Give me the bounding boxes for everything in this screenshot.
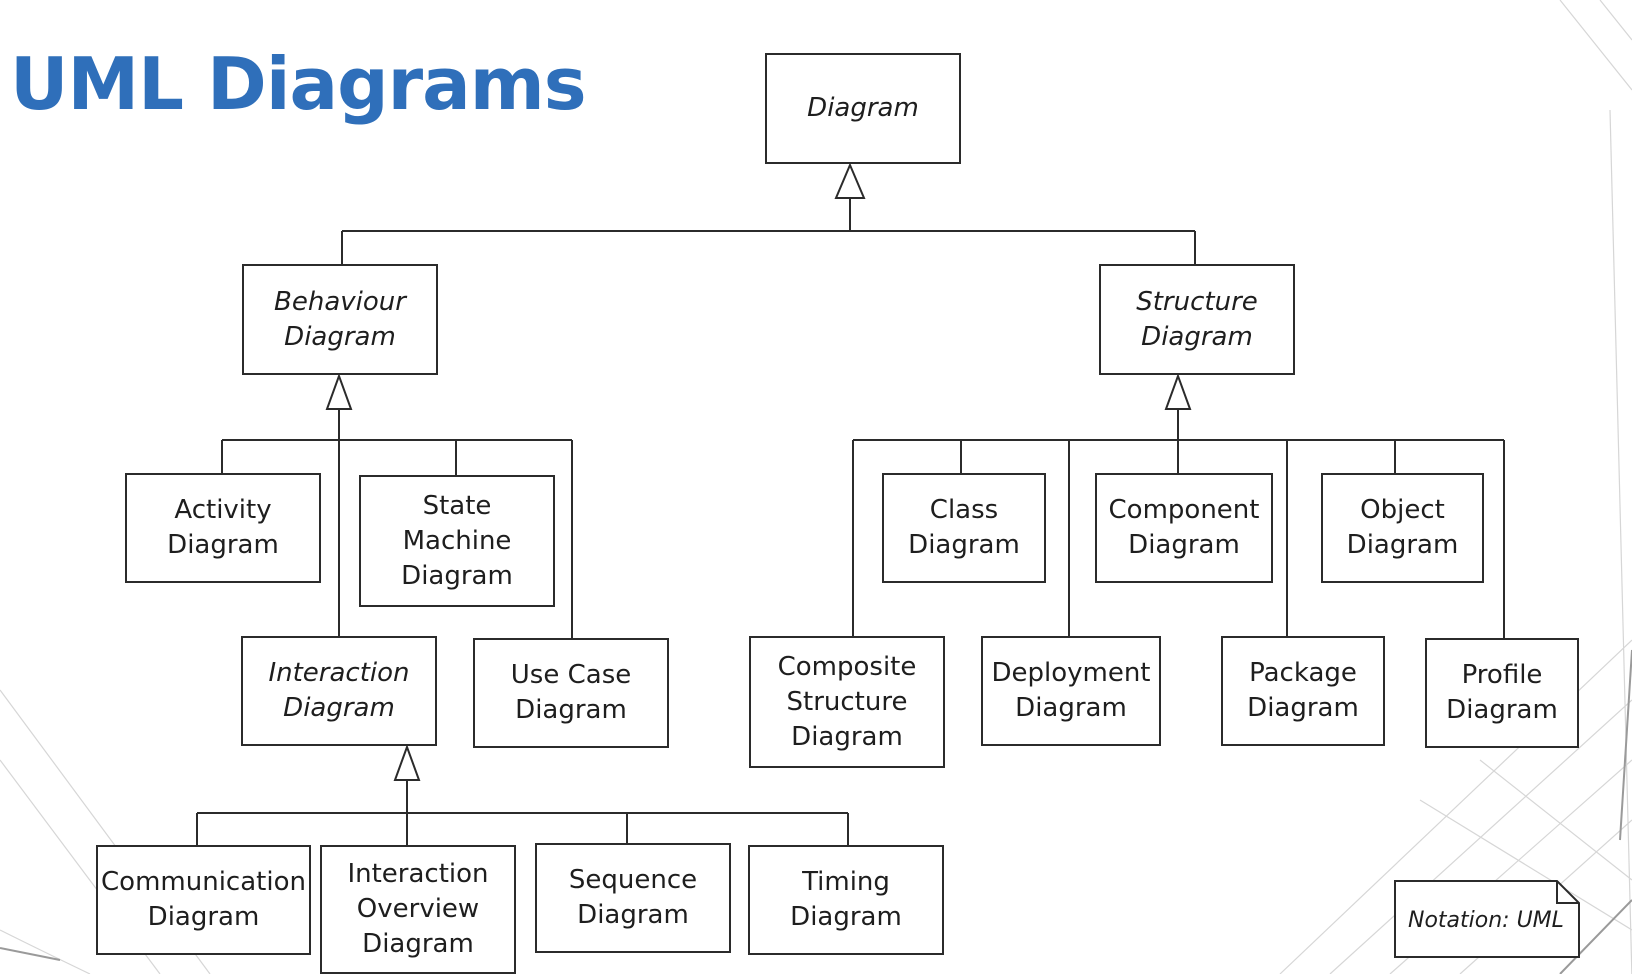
node-label-line: Diagram: [1446, 695, 1558, 725]
generalization-arrowhead: [393, 744, 421, 781]
node-label-line: Object: [1360, 495, 1445, 525]
node-label-line: Package: [1249, 658, 1357, 688]
node-label-line: Diagram: [167, 530, 279, 560]
page-title: UML Diagrams: [10, 42, 587, 126]
node-label-line: Diagram: [362, 929, 474, 959]
node-label-line: Behaviour: [274, 286, 406, 317]
node-label-line: Sequence: [568, 865, 698, 895]
node-label-line: Diagram: [284, 321, 396, 352]
node-label-line: Diagram: [1346, 530, 1459, 560]
node-label-line: Class: [929, 495, 999, 525]
node-label-line: Use Case: [510, 660, 632, 690]
generalization-connectors: [196, 198, 1505, 845]
generalization-arrowhead: [325, 373, 353, 410]
node-label-line: Overview: [356, 894, 480, 924]
node-label-line: Diagram: [790, 902, 902, 932]
node-label-line: Machine: [402, 525, 512, 556]
node-label-line: Diagram: [1247, 693, 1359, 723]
node-label-line: Interaction: [268, 658, 410, 688]
node-label-line: Communication: [101, 867, 306, 897]
note-shape: [1394, 880, 1580, 958]
notation-note: Notation: UML: [1394, 880, 1580, 958]
node-label-line: State: [422, 490, 492, 521]
node-label-line: Diagram: [283, 693, 395, 723]
node-label-line: Diagram: [577, 900, 689, 930]
node-label-line: Diagram: [1128, 530, 1240, 560]
node-diagram: Diagram: [765, 53, 961, 164]
node-label-line: Structure: [786, 686, 908, 717]
node-label-line: Profile: [1461, 660, 1543, 690]
node-label-line: Structure: [1136, 286, 1258, 317]
node-label-line: Timing: [802, 867, 890, 897]
node-label-line: Diagram: [147, 902, 260, 932]
node-label-line: Interaction: [347, 859, 489, 889]
node-label-line: Component: [1108, 495, 1260, 525]
generalization-arrowhead: [1164, 373, 1192, 410]
node-label-line: Diagram: [807, 93, 919, 123]
node-label-line: Diagram: [1141, 321, 1253, 352]
node-label-line: Composite: [777, 651, 917, 682]
node-label-line: Activity: [174, 495, 272, 525]
node-label-line: Diagram: [401, 560, 513, 591]
node-label-line: Diagram: [791, 721, 903, 752]
node-label-line: Diagram: [515, 695, 627, 725]
node-label-line: Diagram: [908, 530, 1020, 560]
generalization-arrowhead: [834, 162, 866, 199]
note-text: Notation: UML: [1408, 908, 1564, 933]
node-label-line: Diagram: [1015, 693, 1127, 723]
node-label-line: Deployment: [991, 658, 1151, 688]
